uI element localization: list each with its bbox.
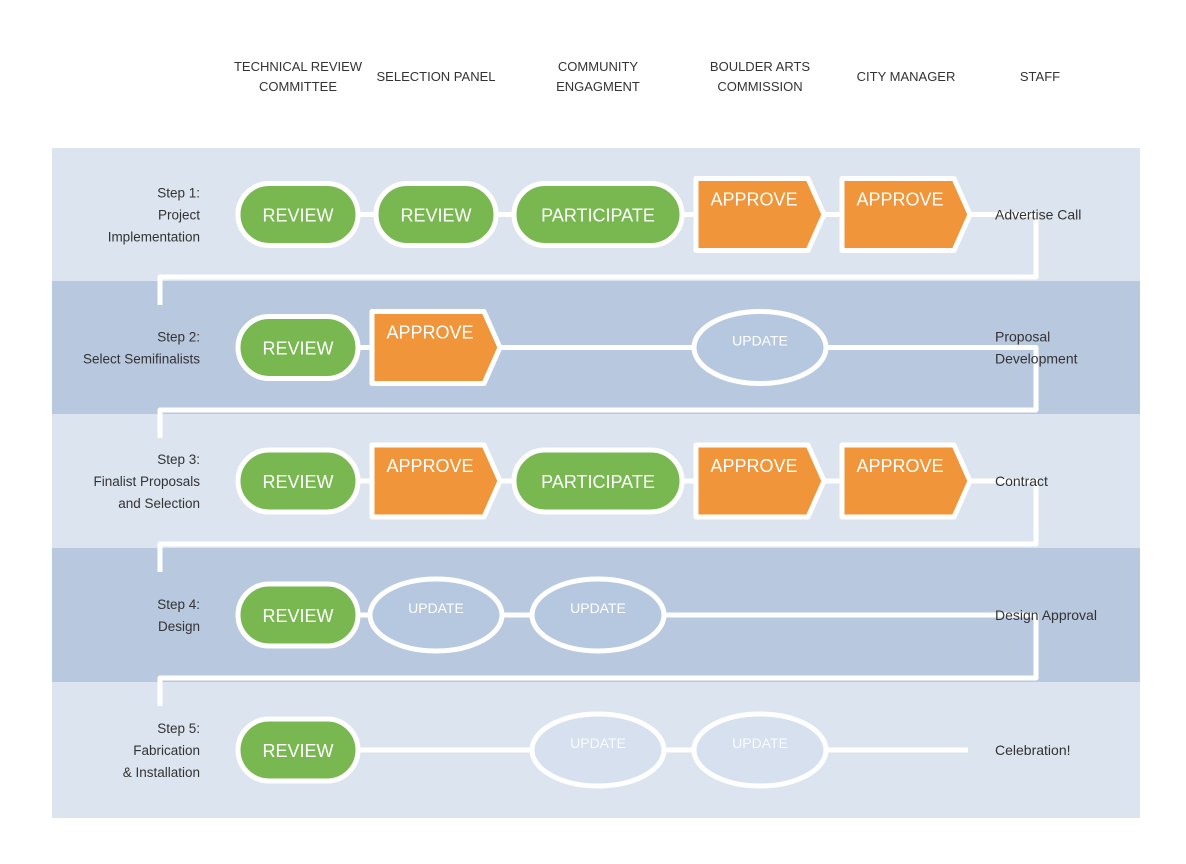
column-header-staff: STAFF — [1020, 69, 1060, 84]
approve-node — [369, 309, 503, 386]
connector-step-4-to-5 — [157, 612, 1039, 706]
step-4: REVIEW UPDATE UPDATE — [235, 576, 968, 654]
connector-step-1-to-2 — [157, 212, 1039, 305]
review-node-label: REVIEW — [262, 741, 333, 761]
review-node-label: REVIEW — [262, 606, 333, 626]
step-label: Step 2:Select Semifinalists — [83, 330, 200, 367]
approve-node-label: APPROVE — [710, 456, 797, 476]
step-outcome: Advertise Call — [995, 207, 1081, 223]
step-outcome: Design Approval — [995, 607, 1097, 623]
step-label: Step 5:Fabrication& Installation — [123, 721, 200, 780]
approve-node — [839, 442, 973, 520]
update-node — [691, 711, 829, 789]
step-1: REVIEW REVIEW PARTICIPATE APPROVE APPROVE — [235, 176, 973, 253]
connector-step-3-to-4 — [157, 478, 1039, 572]
update-node — [529, 576, 667, 654]
participate-node — [511, 181, 685, 248]
approve-node-label: APPROVE — [386, 456, 473, 476]
update-node-label: UPDATE — [732, 735, 788, 751]
update-node — [529, 711, 667, 789]
approve-node — [369, 442, 503, 520]
update-node-label: UPDATE — [732, 333, 788, 349]
approve-node — [693, 176, 827, 253]
step-2: REVIEW APPROVE UPDATE — [235, 309, 968, 386]
approve-node-label: APPROVE — [710, 190, 797, 210]
review-node — [235, 716, 361, 784]
participate-node-label: PARTICIPATE — [541, 472, 655, 492]
review-node — [235, 314, 361, 381]
approve-node — [839, 176, 973, 253]
step-outcome: Celebration! — [995, 742, 1071, 758]
update-node — [691, 309, 829, 386]
approve-node — [693, 442, 827, 520]
review-node — [235, 447, 361, 515]
review-node — [235, 581, 361, 649]
review-node-label: REVIEW — [262, 339, 333, 359]
approve-node-label: APPROVE — [856, 456, 943, 476]
review-node-label: REVIEW — [262, 206, 333, 226]
approve-node-label: APPROVE — [386, 323, 473, 343]
review-node-label: REVIEW — [400, 206, 471, 226]
review-node-label: REVIEW — [262, 472, 333, 492]
approve-node-label: APPROVE — [856, 190, 943, 210]
step-3: REVIEW APPROVE PARTICIPATE APPROVE APPROVE — [235, 442, 973, 520]
step-label: Step 4:Design — [157, 597, 200, 634]
review-node — [373, 181, 499, 248]
participate-node — [511, 447, 685, 515]
update-node-label: UPDATE — [570, 600, 626, 616]
participate-node-label: PARTICIPATE — [541, 206, 655, 226]
step-outcome: Contract — [995, 473, 1048, 489]
column-header-city-manager: CITY MANAGER — [857, 69, 956, 84]
update-node — [367, 576, 505, 654]
update-node-label: UPDATE — [408, 600, 464, 616]
update-node-label: UPDATE — [570, 735, 626, 751]
review-node — [235, 181, 361, 248]
step-connectors — [157, 212, 1039, 706]
connector-step-2-to-3 — [157, 345, 1039, 438]
column-header-selection-panel: SELECTION PANEL — [377, 69, 496, 84]
step-5: REVIEW UPDATE UPDATE — [235, 711, 968, 789]
